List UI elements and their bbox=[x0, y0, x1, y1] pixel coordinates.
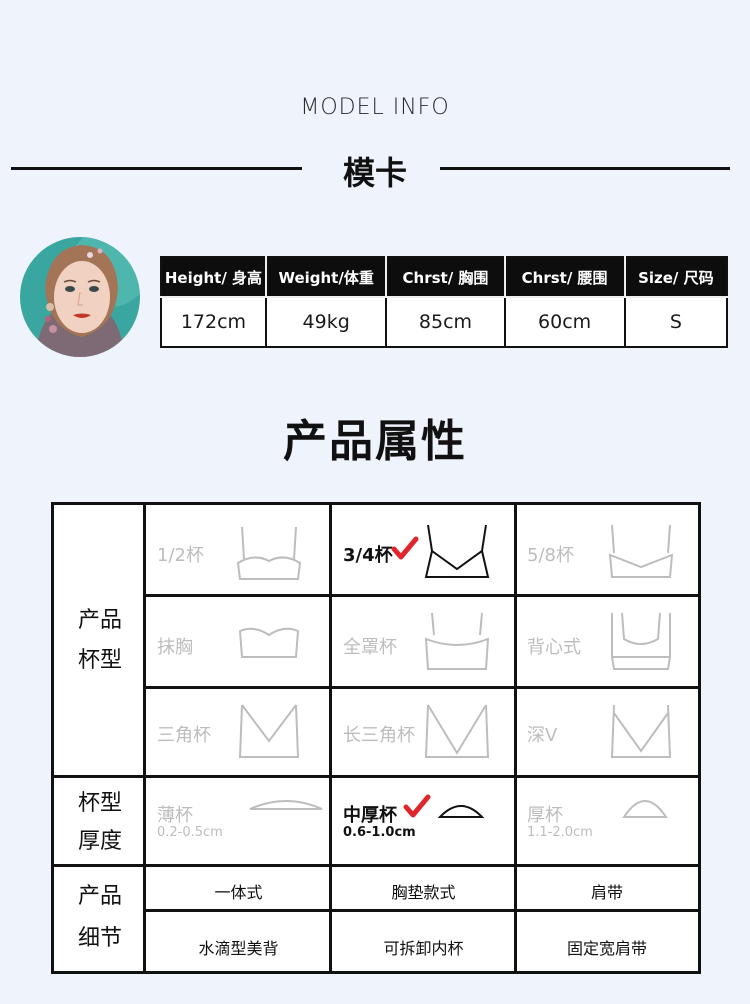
details-label-1: 产品 bbox=[77, 884, 122, 909]
thick-pad-icon bbox=[622, 800, 668, 818]
value-height: 172cm bbox=[160, 296, 267, 348]
thickness-range-thin: 0.2-0.5cm bbox=[157, 825, 223, 840]
thickness-label-cell: 杯型 厚度 bbox=[54, 778, 146, 867]
details-label-2: 细节 bbox=[77, 926, 122, 951]
header-chest: Chrst/ 胸围 bbox=[385, 257, 506, 298]
thickness-range-thick: 1.1-2.0cm bbox=[527, 825, 593, 840]
grid-line bbox=[146, 909, 698, 912]
vest-style-icon bbox=[611, 612, 671, 670]
cup-option-triangle: 三角杯 bbox=[157, 725, 211, 746]
long-triangle-cup-icon bbox=[424, 704, 490, 758]
detail-one-piece: 一体式 bbox=[214, 883, 263, 902]
detail-straps: 肩带 bbox=[590, 883, 623, 902]
attributes-grid: 产品 杯型 杯型 厚度 产品 细节 1/2杯 3/4杯 5/8杯 抹胸 全罩杯 … bbox=[51, 502, 701, 974]
header-height: Height/ 身高 bbox=[161, 257, 267, 298]
medium-pad-icon bbox=[437, 805, 485, 818]
header-size: Size/ 尺码 bbox=[623, 257, 727, 298]
five-eighths-cup-icon bbox=[608, 524, 674, 578]
model-avatar bbox=[20, 237, 140, 357]
cup-type-label-1: 产品 bbox=[77, 608, 122, 633]
grid-line bbox=[514, 505, 517, 971]
table-header-row: Height/ 身高 Weight/体重 Chrst/ 胸围 Chrst/ 腰围… bbox=[161, 257, 727, 298]
grid-line bbox=[54, 775, 698, 778]
model-info-title: MODEL INFO bbox=[300, 95, 450, 120]
value-size: S bbox=[623, 296, 729, 348]
value-weight: 49kg bbox=[264, 296, 388, 348]
cup-option-deep-v: 深V bbox=[527, 725, 558, 746]
three-quarter-cup-icon bbox=[424, 524, 490, 578]
detail-fixed-wide-straps: 固定宽肩带 bbox=[566, 939, 647, 958]
value-waist: 60cm bbox=[503, 296, 626, 348]
grid-line bbox=[146, 594, 698, 597]
model-measurements-table: Height/ 身高 Weight/体重 Chrst/ 胸围 Chrst/ 腰围… bbox=[160, 256, 729, 348]
thickness-option-thin: 薄杯 bbox=[157, 805, 193, 826]
details-label-cell: 产品 细节 bbox=[54, 867, 146, 971]
header-waist: Chrst/ 腰围 bbox=[503, 257, 626, 298]
bandeau-icon bbox=[238, 627, 300, 658]
grid-line bbox=[143, 505, 146, 971]
product-attributes-title: 产品属性 bbox=[283, 416, 467, 467]
triangle-cup-icon bbox=[238, 704, 300, 758]
table-row: 172cm 49kg 85cm 60cm S bbox=[160, 296, 729, 348]
header-weight: Weight/体重 bbox=[264, 257, 388, 298]
cup-type-label-cell: 产品 杯型 bbox=[54, 505, 146, 778]
check-icon bbox=[403, 794, 431, 818]
detail-pad-style: 胸垫款式 bbox=[391, 883, 456, 902]
check-icon bbox=[391, 536, 419, 560]
value-chest: 85cm bbox=[385, 296, 506, 348]
thickness-label-1: 杯型 bbox=[77, 791, 122, 816]
cup-option-bandeau: 抹胸 bbox=[157, 637, 193, 658]
cup-option-three-quarter: 3/4杯 bbox=[343, 545, 393, 566]
detail-removable-cup: 可拆卸内杯 bbox=[383, 939, 464, 958]
full-cup-icon bbox=[424, 612, 490, 670]
deep-v-icon bbox=[610, 704, 672, 758]
cup-type-label-2: 杯型 bbox=[77, 648, 122, 673]
cup-option-half: 1/2杯 bbox=[157, 545, 204, 566]
cup-option-five-eighths: 5/8杯 bbox=[527, 545, 574, 566]
cup-option-full: 全罩杯 bbox=[343, 637, 397, 658]
title-divider-right bbox=[440, 167, 730, 170]
detail-teardrop-back: 水滴型美背 bbox=[198, 939, 279, 958]
cup-option-vest: 背心式 bbox=[527, 637, 581, 658]
thickness-range-medium: 0.6-1.0cm bbox=[343, 825, 416, 840]
grid-line bbox=[329, 505, 332, 971]
model-card-title: 模卡 bbox=[342, 154, 407, 192]
thickness-option-thick: 厚杯 bbox=[527, 805, 563, 826]
thickness-option-medium: 中厚杯 bbox=[343, 805, 397, 826]
grid-line bbox=[54, 864, 698, 867]
grid-line bbox=[146, 686, 698, 689]
thickness-label-2: 厚度 bbox=[77, 829, 122, 854]
cup-option-long-triangle: 长三角杯 bbox=[343, 725, 415, 746]
half-cup-icon bbox=[236, 526, 302, 580]
thin-pad-icon bbox=[249, 800, 323, 810]
title-divider-left bbox=[11, 167, 302, 170]
